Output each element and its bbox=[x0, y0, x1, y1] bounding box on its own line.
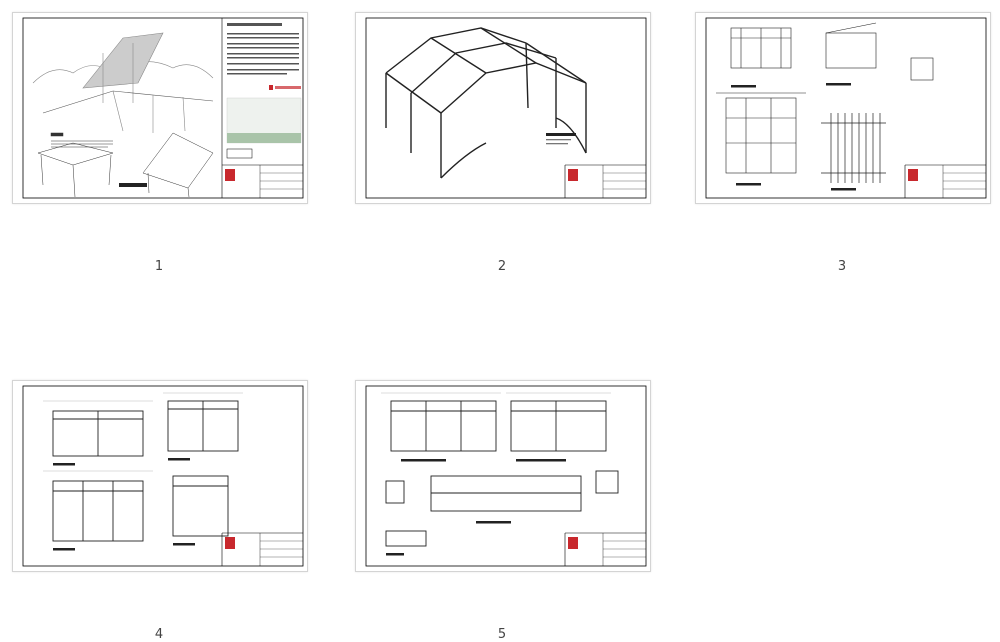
page-thumbnail-3[interactable] bbox=[695, 12, 991, 204]
page-thumbnail-1[interactable] bbox=[12, 12, 308, 204]
page-thumbnail-5[interactable] bbox=[355, 380, 651, 572]
page-label-5: 5 bbox=[497, 627, 507, 642]
page-1-drawing bbox=[22, 17, 304, 199]
page-label-3: 3 bbox=[837, 259, 847, 274]
page-3-drawing bbox=[705, 17, 987, 199]
page-label-4: 4 bbox=[154, 627, 164, 642]
page-5-drawing bbox=[365, 385, 647, 567]
page-2-drawing bbox=[365, 17, 647, 199]
page-thumbnail-2[interactable] bbox=[355, 12, 651, 204]
page-label-2: 2 bbox=[497, 259, 507, 274]
page-4-drawing bbox=[22, 385, 304, 567]
page-thumbnail-4[interactable] bbox=[12, 380, 308, 572]
page-label-1: 1 bbox=[154, 259, 164, 274]
